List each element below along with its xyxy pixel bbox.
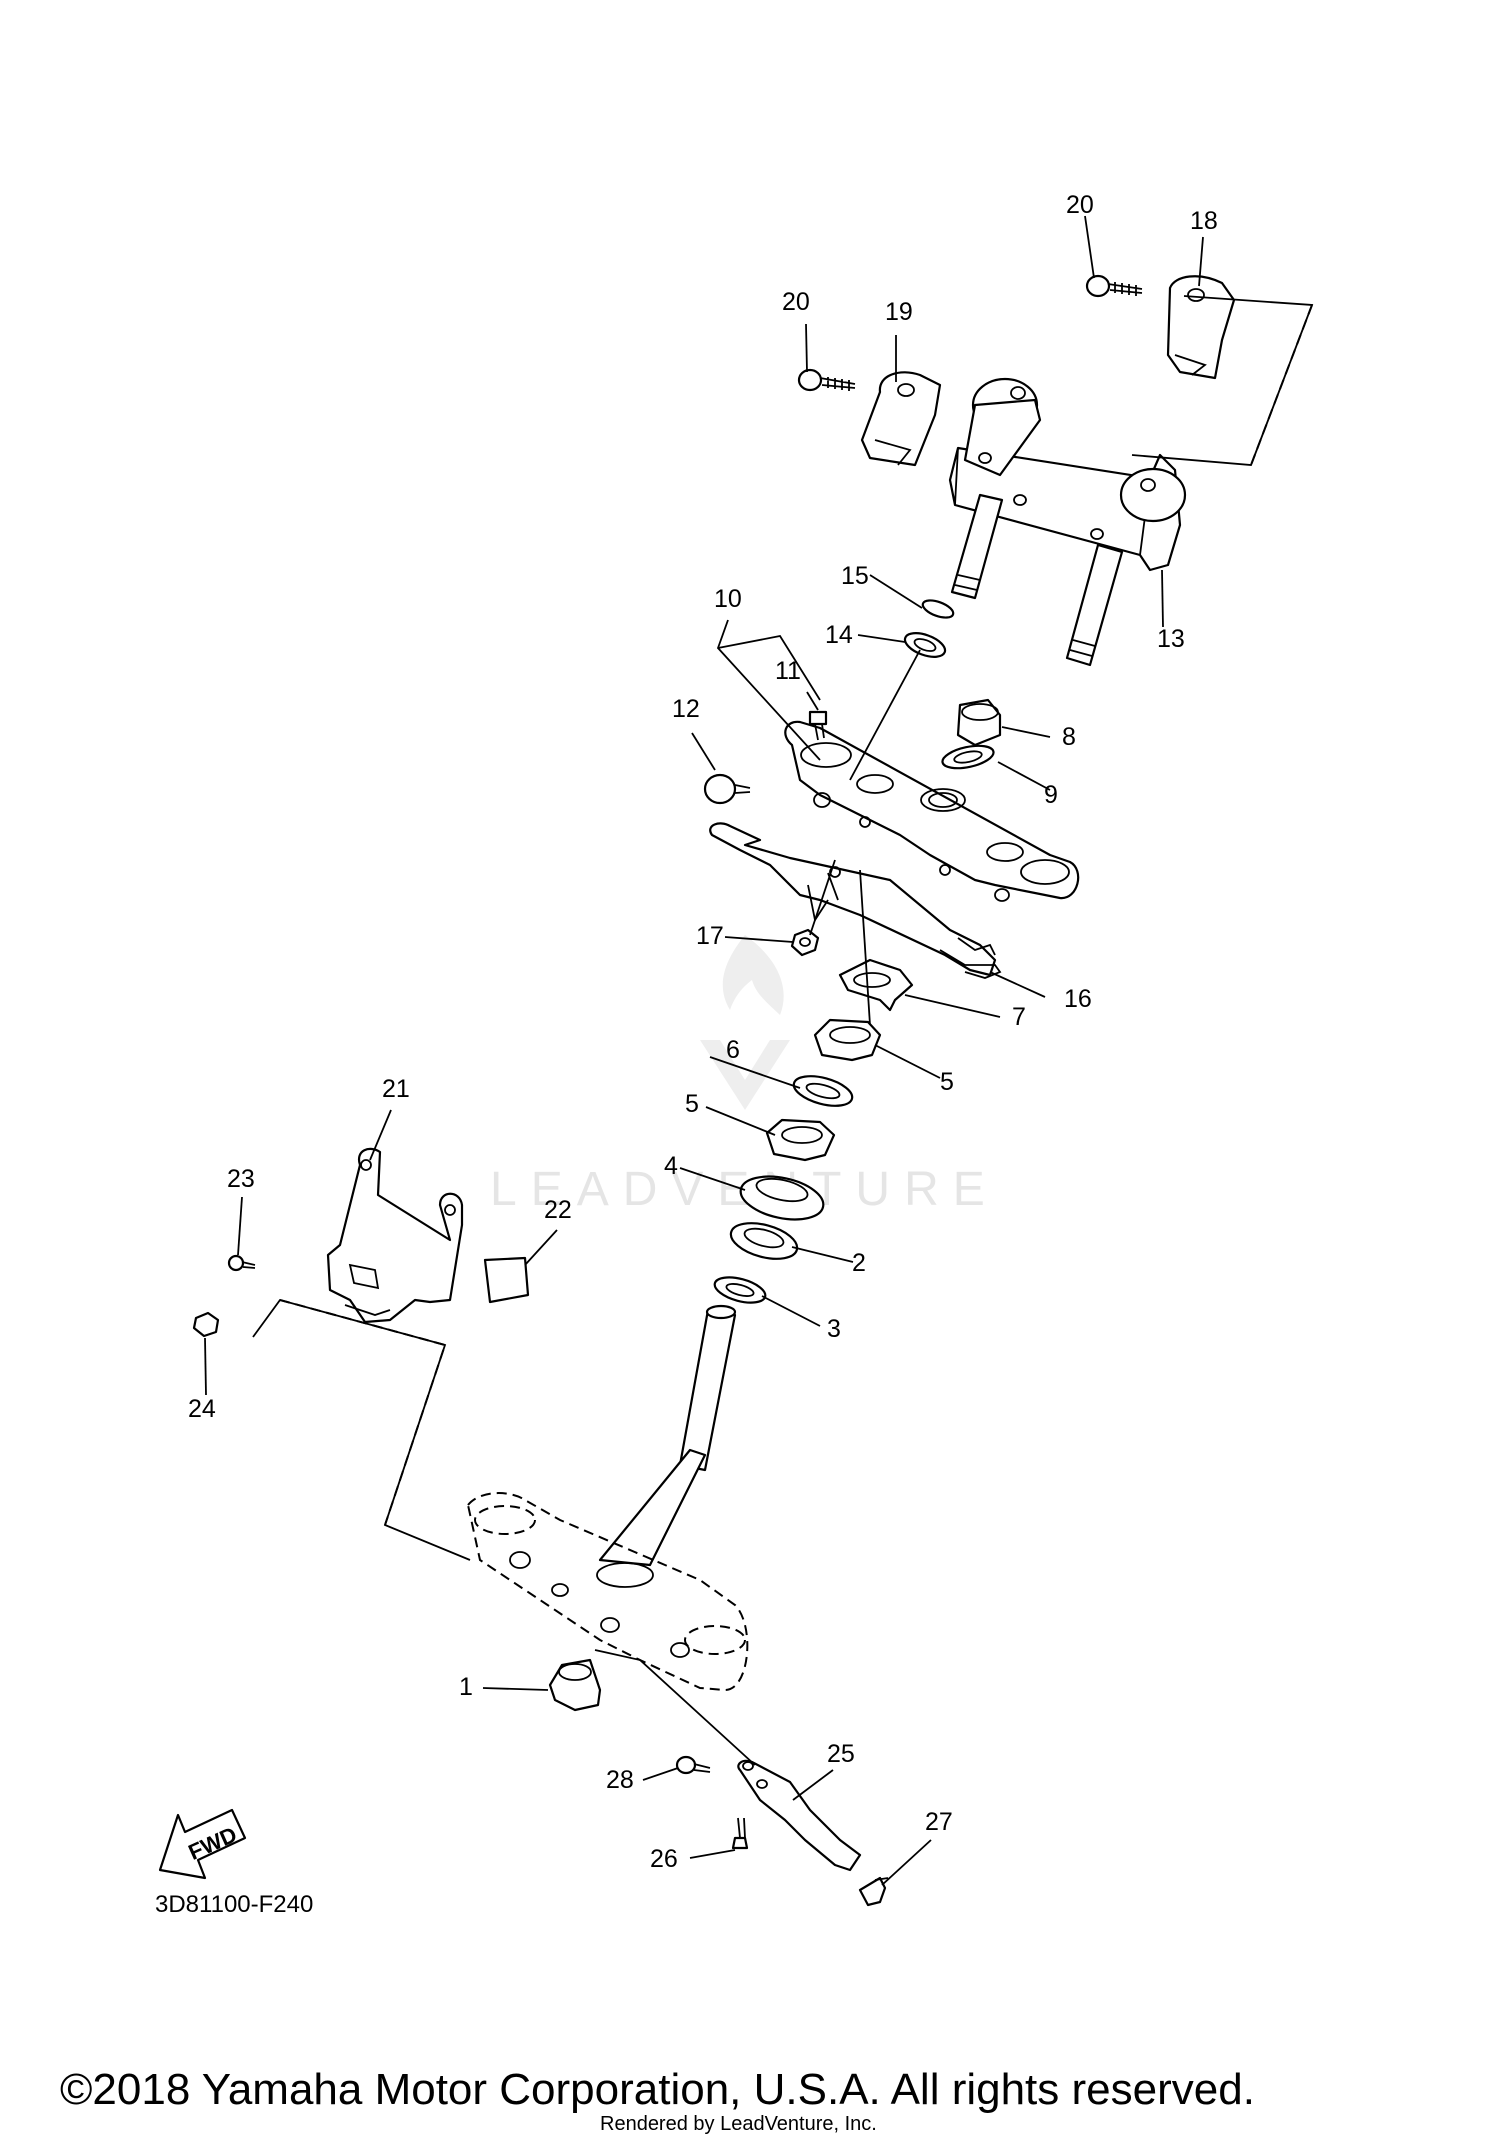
bracket-25 — [737, 1759, 862, 1872]
callout-2: 2 — [852, 1249, 866, 1277]
callout-20a: 20 — [1066, 191, 1094, 219]
callout-10: 10 — [714, 585, 742, 613]
bolt-20-right — [1085, 274, 1143, 298]
bracket-21 — [326, 1147, 464, 1324]
callout-19: 19 — [885, 298, 913, 326]
callout-26: 26 — [650, 1845, 678, 1873]
handlebar-upper-holder-18 — [1166, 275, 1236, 380]
nut-8 — [956, 698, 1002, 747]
callout-16: 16 — [1064, 985, 1092, 1013]
bearing-2 — [729, 1222, 799, 1260]
callout-21: 21 — [382, 1075, 410, 1103]
seal-3 — [713, 1276, 767, 1304]
pad-22 — [483, 1256, 530, 1304]
callout-3: 3 — [827, 1315, 841, 1343]
diagram-code: 3D81100-F240 — [155, 1891, 313, 1918]
callout-5a: 5 — [940, 1068, 954, 1096]
under-bracket-stem — [466, 1304, 749, 1692]
callout-1: 1 — [459, 1673, 473, 1701]
ring-nut-5-upper — [813, 1018, 882, 1062]
bolt-23 — [227, 1254, 256, 1272]
bolt-11 — [808, 710, 828, 741]
callout-17: 17 — [696, 922, 724, 950]
rendered-by: Rendered by LeadVenture, Inc. — [600, 2113, 877, 2135]
callout-18: 18 — [1190, 207, 1218, 235]
cap-12 — [703, 773, 751, 805]
copyright-notice: ©2018 Yamaha Motor Corporation, U.S.A. A… — [60, 2065, 1255, 2114]
leadventure-watermark: LEADVENTURE — [490, 935, 999, 1216]
washer-7 — [838, 958, 914, 1012]
washer-9 — [941, 744, 995, 770]
callout-27: 27 — [925, 1808, 953, 1836]
leader-lines — [204, 215, 1204, 1886]
handlebar-holder-13 — [948, 377, 1187, 667]
bolt-28 — [675, 1755, 711, 1775]
cap-nut-1 — [548, 1658, 602, 1712]
cable-guide-16 — [709, 822, 1002, 979]
callout-24: 24 — [188, 1395, 216, 1423]
callout-11: 11 — [775, 657, 801, 685]
ring-nut-5-lower — [765, 1118, 836, 1162]
nut-17 — [790, 928, 820, 957]
callout-8: 8 — [1062, 723, 1076, 751]
washer-6 — [792, 1075, 854, 1107]
callout-9: 9 — [1044, 781, 1058, 809]
nut-24 — [192, 1311, 220, 1338]
fwd-arrow-icon: FWD — [158, 1808, 247, 1880]
assembly-lines — [252, 295, 1314, 1766]
callout-6: 6 — [726, 1036, 740, 1064]
callout-14: 14 — [825, 621, 853, 649]
callout-25: 25 — [827, 1740, 855, 1768]
callout-5b: 5 — [685, 1090, 699, 1118]
callout-28: 28 — [606, 1766, 634, 1794]
bolt-26 — [731, 1817, 749, 1850]
washer-15 — [921, 599, 955, 619]
bolt-20-left — [797, 368, 856, 392]
callout-13: 13 — [1157, 625, 1185, 653]
callout-23: 23 — [227, 1165, 255, 1193]
callout-7: 7 — [1012, 1003, 1026, 1031]
watermark-text: LEADVENTURE — [490, 1163, 999, 1216]
callout-numbers: 1 2 3 4 5 5 6 7 8 9 10 11 12 13 14 15 16… — [188, 191, 1218, 1873]
callout-20b: 20 — [782, 288, 810, 316]
callout-12: 12 — [672, 695, 700, 723]
callout-22: 22 — [544, 1196, 572, 1224]
clip-27 — [858, 1876, 889, 1907]
washer-14 — [903, 632, 947, 658]
handlebar-upper-holder-19 — [860, 371, 942, 467]
callout-4: 4 — [664, 1152, 678, 1180]
callout-15: 15 — [841, 562, 869, 590]
